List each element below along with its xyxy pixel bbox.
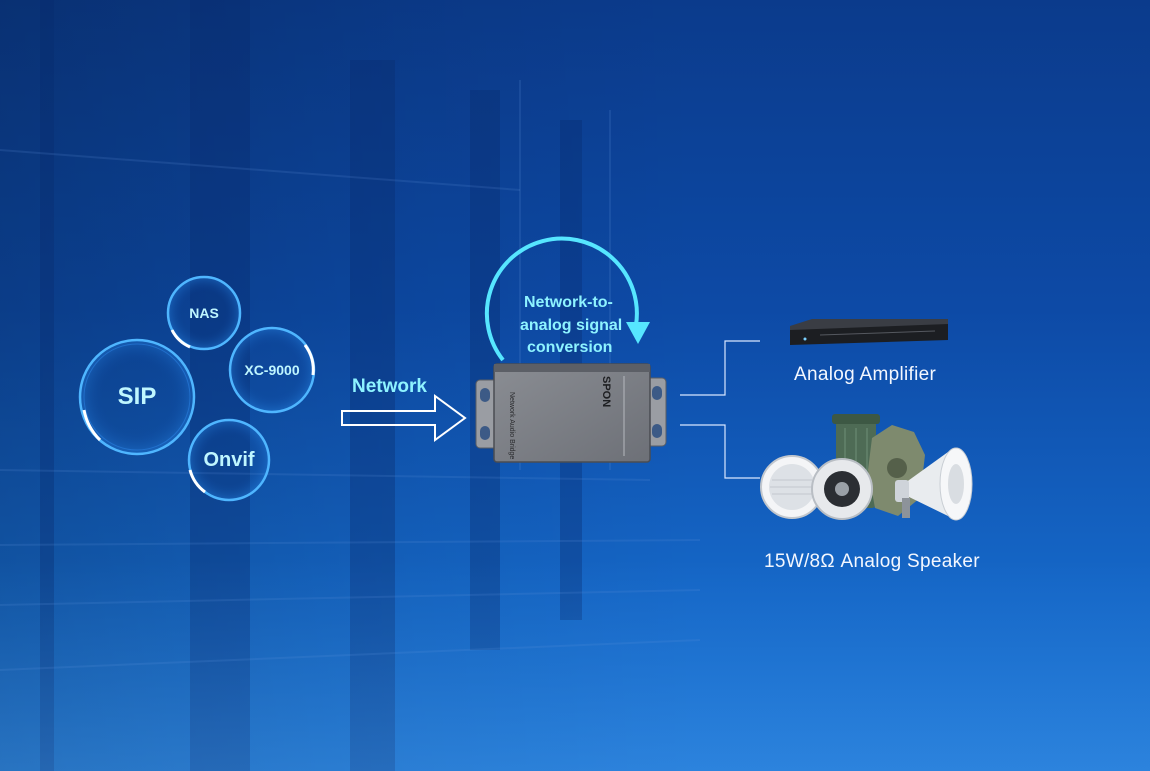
nas-label: NAS — [189, 305, 219, 321]
conversion-label-1: Network-to- — [524, 294, 613, 311]
conversion-label-2: analog signal — [520, 317, 623, 334]
sip-label: SIP — [117, 383, 157, 410]
onvif-circle — [187, 418, 271, 502]
sip-circle — [78, 338, 196, 456]
analog-amplifier-label: Analog Amplifier — [794, 364, 937, 385]
nas-circle — [166, 275, 242, 351]
conversion-label-3: conversion — [527, 339, 613, 356]
analog-speaker-label: 15W/8Ω Analog Speaker — [764, 551, 980, 572]
xc9000-circle — [228, 326, 316, 414]
onvif-label: Onvif — [203, 449, 255, 471]
xc9000-label: XC-9000 — [244, 362, 300, 378]
network-label: Network — [352, 376, 427, 397]
